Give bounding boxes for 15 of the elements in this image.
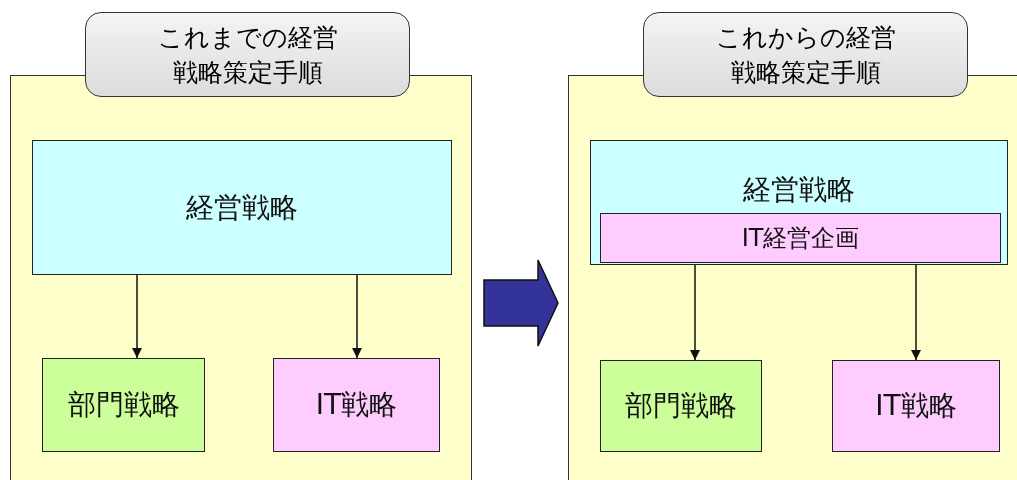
strategy-box: 経営戦略 — [32, 140, 452, 275]
strategy-box: IT戦略 — [273, 358, 440, 452]
strategy-box: IT戦略 — [832, 360, 1000, 452]
strategy-box: 部門戦略 — [42, 358, 205, 452]
heading-tab: これからの経営戦略策定手順 — [643, 12, 968, 97]
arrow — [911, 264, 921, 361]
box-title: 経営戦略 — [742, 172, 856, 208]
strategy-box: 部門戦略 — [600, 360, 762, 452]
arrow — [690, 264, 700, 361]
arrow — [352, 274, 362, 359]
strategy-box — [590, 140, 1008, 265]
arrow — [132, 274, 142, 359]
block-arrow — [483, 259, 559, 347]
heading-tab: これまでの経営戦略策定手順 — [85, 12, 410, 97]
planning-box: IT経営企画 — [600, 213, 1001, 263]
